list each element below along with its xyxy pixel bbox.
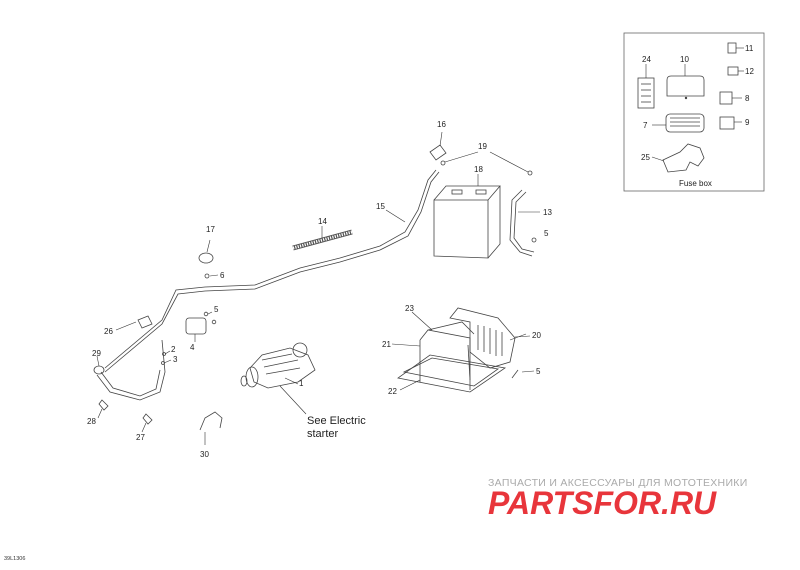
battery-strap	[419, 329, 471, 390]
label-3: 3	[173, 355, 178, 364]
electric-starter	[240, 342, 316, 415]
relay-block	[665, 113, 705, 133]
small-parts	[93, 131, 540, 445]
label-5c: 5	[536, 367, 541, 376]
cable-30	[199, 411, 223, 431]
cable-15	[104, 169, 437, 369]
label-21: 21	[382, 340, 391, 349]
battery-tray	[397, 321, 507, 393]
clamp-17	[198, 252, 214, 264]
part-numbers: 1 2 3 4 5 5 5 6 13 14 15 16 17 18 19 20 …	[87, 120, 552, 459]
solenoid-4	[185, 317, 207, 335]
label-15: 15	[376, 202, 385, 211]
bracket-26	[137, 315, 153, 329]
label-4: 4	[190, 343, 195, 352]
label-26: 26	[104, 327, 113, 336]
battery	[433, 174, 501, 259]
fuse-box-label: Fuse box	[679, 179, 712, 188]
label-10: 10	[680, 55, 689, 64]
label-5b: 5	[544, 229, 549, 238]
cable-26	[96, 339, 166, 401]
label-17: 17	[206, 225, 215, 234]
battery-cover	[449, 307, 531, 369]
watermark-brand: PARTSFOR.RU	[488, 485, 717, 521]
label-18: 18	[474, 165, 483, 174]
fuse-box-cover	[666, 75, 705, 97]
screw-5b	[531, 237, 537, 243]
label-5a: 5	[214, 305, 219, 314]
label-11: 11	[745, 44, 754, 53]
label-29: 29	[92, 349, 101, 358]
label-19: 19	[478, 142, 487, 151]
label-27: 27	[136, 433, 145, 442]
relay-9	[719, 116, 735, 130]
label-6: 6	[220, 271, 225, 280]
label-24: 24	[642, 55, 651, 64]
watermark-tagline: ЗАПЧАСТИ И АКСЕССУАРЫ ДЛЯ МОТОТЕХНИКИ	[488, 477, 748, 489]
label-2: 2	[171, 345, 176, 354]
label-16: 16	[437, 120, 446, 129]
label-8: 8	[745, 94, 750, 103]
grommet-29	[93, 365, 105, 375]
label-20: 20	[532, 331, 541, 340]
cable-13	[509, 189, 533, 257]
callout-starter: starter	[307, 428, 339, 440]
label-30: 30	[200, 450, 209, 459]
terminal-27	[142, 413, 153, 425]
label-25: 25	[641, 153, 650, 162]
nut-19b	[527, 170, 533, 176]
label-12: 12	[745, 67, 754, 76]
fuse-box-bracket	[662, 143, 705, 173]
watermark: ЗАПЧАСТИ И АКСЕССУАРЫ ДЛЯ МОТОТЕХНИКИ PA…	[488, 477, 748, 521]
wiring-harness	[96, 169, 535, 431]
label-13: 13	[543, 208, 552, 217]
label-28: 28	[87, 417, 96, 426]
sleeve-14	[292, 229, 353, 251]
fuse-box-inset: 24 10 11 12 8 7 9 25 Fuse box	[623, 32, 765, 192]
label-7: 7	[643, 121, 648, 130]
drawing-code: 39L1306	[4, 556, 25, 562]
screw-5c	[511, 369, 519, 379]
connector-16	[429, 144, 447, 161]
label-23: 23	[405, 304, 414, 313]
callout-see-electric: See Electric	[307, 415, 366, 427]
terminal-28	[98, 399, 109, 411]
label-1: 1	[299, 379, 304, 388]
label-9: 9	[745, 118, 750, 127]
nut-19a	[440, 160, 446, 166]
fastener-6	[204, 273, 210, 279]
label-22: 22	[388, 387, 397, 396]
label-14: 14	[318, 217, 327, 226]
